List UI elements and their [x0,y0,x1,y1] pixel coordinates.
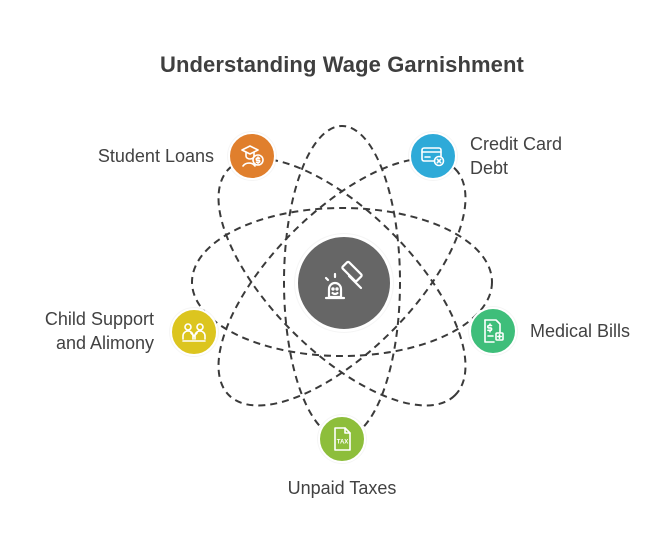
gavel-icon [324,260,363,300]
orbit-ellipse-vertical [283,125,401,439]
child-support-label: Child Support and Alimony [44,309,154,353]
orbit-ellipse-horizontal [191,207,493,357]
student-loans-label: Student Loans [97,146,214,166]
unpaid-taxes-node: TAX [318,415,366,463]
credit-card-debt-node [409,132,457,180]
diagram-title: Understanding Wage Garnishment [159,52,524,77]
credit-card-debt-label: Credit Card Debt [470,134,563,178]
center-gavel-node [295,234,393,332]
orbit-ellipse-diagonal-b [217,157,467,407]
medical-bills-label: Medical Bills [530,321,631,341]
svg-text:TAX: TAX [337,440,349,446]
child-support-node [170,308,218,356]
credit-card-x-icon [421,147,445,167]
family-icon [182,323,206,342]
orbit-ellipse-diagonal-a [217,157,467,407]
medical-bills-node [469,307,517,355]
unpaid-taxes-label: Unpaid Taxes [287,478,397,498]
student-loans-node [228,132,276,180]
graduate-dollar-icon [241,145,264,167]
medical-bill-icon [484,319,504,343]
tax-document-icon: TAX [334,427,351,451]
